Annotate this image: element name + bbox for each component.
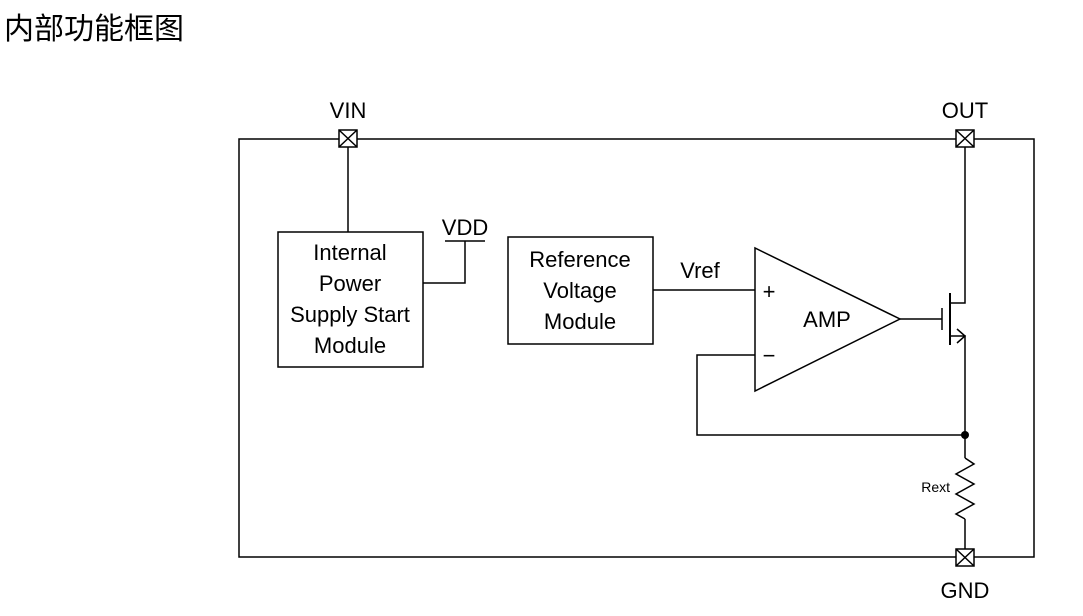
source-arrow — [956, 328, 967, 344]
source-wire — [950, 335, 966, 458]
power-module-line-2: Power — [319, 271, 381, 296]
drain-wire — [950, 147, 966, 304]
amp-plus-sign: + — [763, 279, 776, 304]
out-pin — [955, 129, 975, 148]
vdd-wire — [423, 241, 466, 284]
amp-minus-sign: − — [763, 343, 776, 368]
amp-label: AMP — [803, 307, 851, 332]
out-label: OUT — [942, 98, 988, 123]
vref-label: Vref — [680, 258, 720, 283]
gnd-label: GND — [941, 578, 990, 603]
chip-outline — [238, 138, 1035, 558]
rext-label: Rext — [921, 479, 950, 495]
power-supply-module-box — [277, 231, 424, 368]
power-module-line-3: Supply Start — [290, 302, 410, 327]
vin-label: VIN — [330, 98, 367, 123]
rext-resistor — [954, 457, 976, 520]
power-module-line-4: Module — [314, 333, 386, 358]
reference-module-box — [507, 236, 654, 345]
vdd-label: VDD — [442, 215, 488, 240]
reference-module-line-2: Voltage — [543, 278, 616, 303]
feedback-wire — [696, 354, 965, 436]
gnd-pin — [955, 548, 975, 567]
reference-module-line-3: Module — [544, 309, 616, 334]
page-title: 内部功能框图 — [4, 12, 184, 47]
reference-module-line-1: Reference — [529, 247, 631, 272]
vin-pin — [338, 129, 358, 148]
power-module-line-1: Internal — [313, 240, 386, 265]
amplifier-triangle — [754, 246, 902, 393]
junction-dot — [961, 431, 969, 439]
